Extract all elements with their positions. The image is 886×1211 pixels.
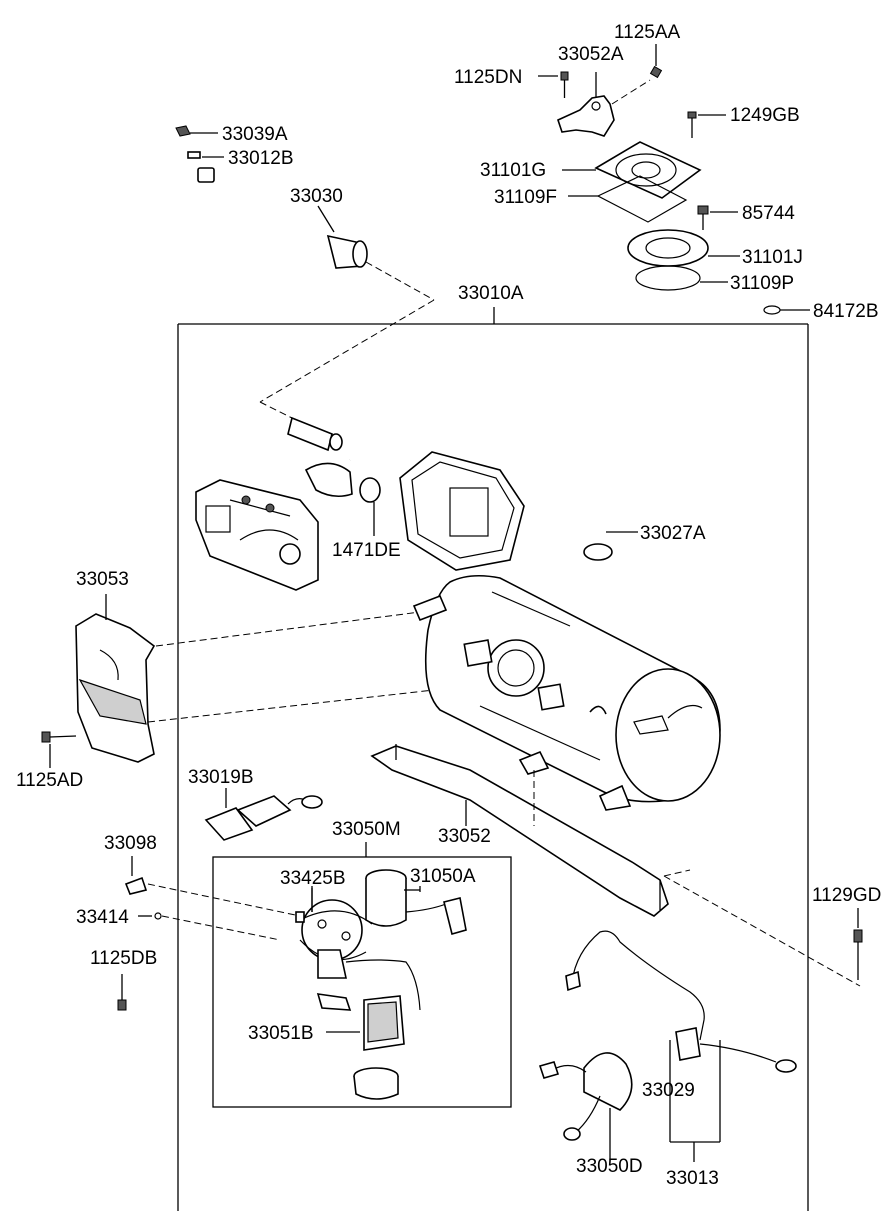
clip-33039A-icon bbox=[175, 125, 218, 137]
main-assembly-frame bbox=[177, 307, 809, 1211]
fuel-pump-33050M bbox=[295, 869, 467, 1100]
label-31101G: 31101G bbox=[480, 160, 546, 181]
label-85744: 85744 bbox=[742, 203, 795, 224]
fitting-33012B-icon bbox=[187, 151, 224, 159]
label-33425B: 33425B bbox=[280, 868, 346, 889]
label-33039A: 33039A bbox=[222, 124, 288, 145]
label-1125DN: 1125DN bbox=[454, 67, 522, 88]
cover-plate-31101G bbox=[562, 141, 702, 199]
gasket-31109F bbox=[568, 175, 688, 223]
gasket-31109P bbox=[635, 265, 728, 291]
filler-pipe-33027A bbox=[346, 418, 638, 561]
label-33012B: 33012B bbox=[228, 148, 294, 169]
label-33052: 33052 bbox=[438, 826, 491, 847]
label-33019B: 33019B bbox=[188, 767, 254, 788]
fuel-tank bbox=[412, 574, 721, 811]
label-31109F: 31109F bbox=[494, 187, 557, 208]
label-33098: 33098 bbox=[104, 833, 157, 854]
bolt-1125DB-icon bbox=[117, 974, 127, 1011]
heat-protector-33053 bbox=[75, 594, 435, 763]
label-1125DB: 1125DB bbox=[90, 948, 157, 969]
label-33053: 33053 bbox=[76, 569, 129, 590]
tank-strap-33052 bbox=[370, 744, 861, 987]
cover-plate-31101J bbox=[627, 229, 740, 267]
label-1129GD: 1129GD bbox=[812, 885, 881, 906]
label-31109P: 31109P bbox=[730, 273, 794, 294]
bolt-1249GB-icon bbox=[687, 111, 726, 138]
label-33414: 33414 bbox=[76, 907, 129, 928]
o-ring-84172B-icon bbox=[763, 305, 810, 315]
label-1125AD: 1125AD bbox=[16, 770, 83, 791]
label-33010A: 33010A bbox=[458, 283, 524, 304]
breather-hose-33030 bbox=[197, 167, 435, 423]
pump-module-frame bbox=[212, 842, 512, 1108]
bolt-1125DN-icon bbox=[538, 71, 569, 98]
top-bracket-33052A bbox=[557, 72, 651, 137]
label-31101J: 31101J bbox=[742, 247, 803, 268]
label-33052A: 33052A bbox=[558, 44, 624, 65]
bolt-1129GD-icon bbox=[853, 908, 863, 980]
label-33051B: 33051B bbox=[248, 1023, 314, 1044]
filter-element bbox=[287, 416, 343, 452]
label-33050D: 33050D bbox=[576, 1156, 643, 1177]
label-31050A: 31050A bbox=[410, 866, 476, 887]
bolt-85744-icon bbox=[697, 205, 738, 230]
clamp-1471DE bbox=[304, 462, 381, 536]
label-1125AA: 1125AA bbox=[614, 22, 681, 43]
o-ring-33414-icon bbox=[138, 912, 281, 941]
label-33029: 33029 bbox=[642, 1080, 695, 1101]
sensor-33098-icon bbox=[124, 856, 301, 917]
wiring-harness-33013 bbox=[565, 930, 797, 1162]
label-33027A: 33027A bbox=[640, 523, 706, 544]
label-1249GB: 1249GB bbox=[730, 105, 800, 126]
label-33050M: 33050M bbox=[332, 819, 401, 840]
sensor-33019B bbox=[204, 788, 323, 841]
label-33030: 33030 bbox=[290, 186, 343, 207]
bolt-1125AD-icon bbox=[41, 731, 77, 768]
label-84172B: 84172B bbox=[813, 301, 879, 322]
heat-shield-cover bbox=[195, 479, 319, 591]
label-1471DE: 1471DE bbox=[332, 540, 401, 561]
sensor-cable-33050D bbox=[538, 1052, 633, 1160]
label-33013: 33013 bbox=[666, 1168, 719, 1189]
canister-housing bbox=[399, 451, 525, 571]
bolt-1125AA-icon bbox=[649, 44, 663, 79]
